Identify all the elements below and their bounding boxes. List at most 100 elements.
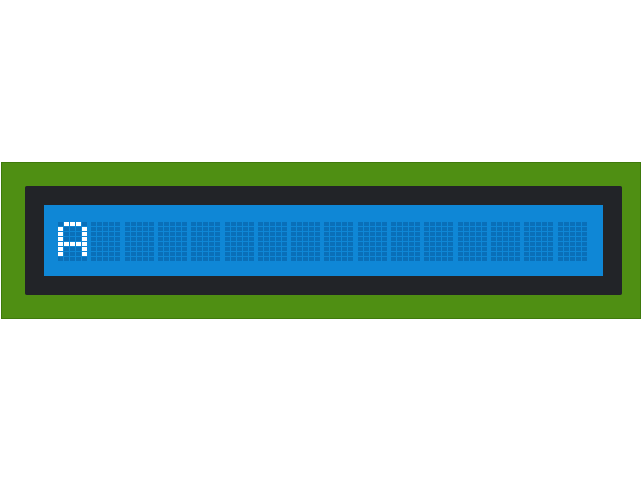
lcd-pixel-off xyxy=(482,232,487,236)
lcd-pixel-off xyxy=(249,242,254,246)
lcd-pixel-off xyxy=(225,227,230,231)
lcd-pixel-on xyxy=(82,242,87,246)
lcd-pixel-off xyxy=(315,257,320,261)
lcd-pixel-on xyxy=(82,247,87,251)
lcd-pixel-off xyxy=(530,237,535,241)
lcd-pixel-off xyxy=(509,242,514,246)
lcd-pixel-off xyxy=(76,227,81,231)
lcd-pixel-off xyxy=(270,242,275,246)
lcd-pixel-off xyxy=(270,227,275,231)
lcd-pixel-off xyxy=(370,222,375,226)
lcd-pixel-off xyxy=(515,232,520,236)
lcd-pixel-off xyxy=(448,227,453,231)
lcd-pixel-off xyxy=(442,237,447,241)
lcd-pixel-off xyxy=(397,247,402,251)
lcd-pixel-off xyxy=(149,237,154,241)
lcd-pixel-off xyxy=(542,227,547,231)
lcd-pixel-off xyxy=(70,247,75,251)
lcd-pixel-off xyxy=(309,242,314,246)
lcd-pixel-off xyxy=(470,237,475,241)
lcd-pixel-off xyxy=(415,257,420,261)
lcd-pixel-off xyxy=(448,257,453,261)
lcd-pixel-off xyxy=(137,252,142,256)
lcd-pixel-off xyxy=(97,237,102,241)
lcd-pixel-off xyxy=(197,242,202,246)
lcd-pixel-off xyxy=(324,257,329,261)
lcd-pixel-off xyxy=(564,242,569,246)
lcd-pixel-off xyxy=(209,237,214,241)
lcd-pixel-off xyxy=(225,237,230,241)
lcd-pixel-off xyxy=(358,232,363,236)
lcd-pixel-off xyxy=(448,247,453,251)
lcd-pixel-off xyxy=(570,232,575,236)
lcd-pixel-off xyxy=(191,257,196,261)
lcd-pixel-off xyxy=(415,242,420,246)
lcd-pixel-off xyxy=(497,232,502,236)
lcd-pixel-off xyxy=(564,222,569,226)
lcd-pixel-off xyxy=(348,242,353,246)
lcd-pixel-off xyxy=(464,232,469,236)
lcd-pixel-off xyxy=(470,252,475,256)
lcd-pixel-off xyxy=(125,222,130,226)
lcd-pixel-off xyxy=(303,222,308,226)
lcd-pixel-off xyxy=(448,237,453,241)
lcd-pixel-off xyxy=(330,222,335,226)
lcd-pixel-off xyxy=(424,232,429,236)
lcd-pixel-off xyxy=(249,237,254,241)
lcd-pixel-off xyxy=(576,242,581,246)
lcd-pixel-off xyxy=(209,247,214,251)
lcd-pixel-off xyxy=(430,257,435,261)
lcd-pixel-off xyxy=(64,252,69,256)
lcd-pixel-off xyxy=(436,227,441,231)
lcd-pixel-off xyxy=(564,232,569,236)
lcd-pixel-off xyxy=(524,257,529,261)
lcd-pixel-off xyxy=(503,222,508,226)
lcd-pixel-off xyxy=(436,257,441,261)
lcd-pixel-off xyxy=(491,232,496,236)
lcd-pixel-off xyxy=(576,227,581,231)
lcd-pixel-off xyxy=(291,242,296,246)
lcd-pixel-off xyxy=(91,242,96,246)
lcd-pixel-off xyxy=(303,252,308,256)
lcd-pixel-off xyxy=(270,237,275,241)
lcd-pixel-off xyxy=(482,242,487,246)
lcd-pixel-off xyxy=(249,252,254,256)
lcd-pixel-off xyxy=(397,227,402,231)
lcd-pixel-off xyxy=(115,232,120,236)
lcd-pixel-off xyxy=(170,247,175,251)
lcd-pixel-off xyxy=(442,222,447,226)
lcd-pixel-off xyxy=(315,227,320,231)
lcd-pixel-off xyxy=(530,242,535,246)
lcd-pixel-off xyxy=(491,227,496,231)
lcd-pixel-off xyxy=(158,222,163,226)
lcd-pixel-off xyxy=(291,237,296,241)
lcd-pixel-off xyxy=(436,242,441,246)
lcd-module-board: A xyxy=(1,162,641,319)
lcd-pixel-off xyxy=(482,227,487,231)
lcd-pixel-off xyxy=(558,232,563,236)
lcd-pixel-off xyxy=(524,232,529,236)
lcd-pixel-off xyxy=(276,257,281,261)
lcd-pixel-off xyxy=(164,242,169,246)
lcd-pixel-off xyxy=(315,252,320,256)
lcd-pixel-off xyxy=(497,222,502,226)
lcd-pixel-off xyxy=(249,232,254,236)
lcd-pixel-off xyxy=(324,232,329,236)
lcd-pixel-off xyxy=(570,257,575,261)
lcd-pixel-off xyxy=(209,227,214,231)
lcd-pixel-off xyxy=(491,222,496,226)
lcd-pixel-off xyxy=(131,252,136,256)
lcd-pixel-off xyxy=(297,232,302,236)
lcd-character-cell xyxy=(558,222,587,262)
lcd-pixel-off xyxy=(330,242,335,246)
lcd-pixel-off xyxy=(430,247,435,251)
lcd-pixel-off xyxy=(564,227,569,231)
lcd-pixel-off xyxy=(225,242,230,246)
lcd-character-cell xyxy=(491,222,520,262)
lcd-pixel-off xyxy=(364,227,369,231)
lcd-pixel-off xyxy=(297,222,302,226)
lcd-pixel-off xyxy=(258,252,263,256)
lcd-pixel-off xyxy=(503,247,508,251)
lcd-pixel-off xyxy=(182,252,187,256)
lcd-pixel-off xyxy=(264,232,269,236)
